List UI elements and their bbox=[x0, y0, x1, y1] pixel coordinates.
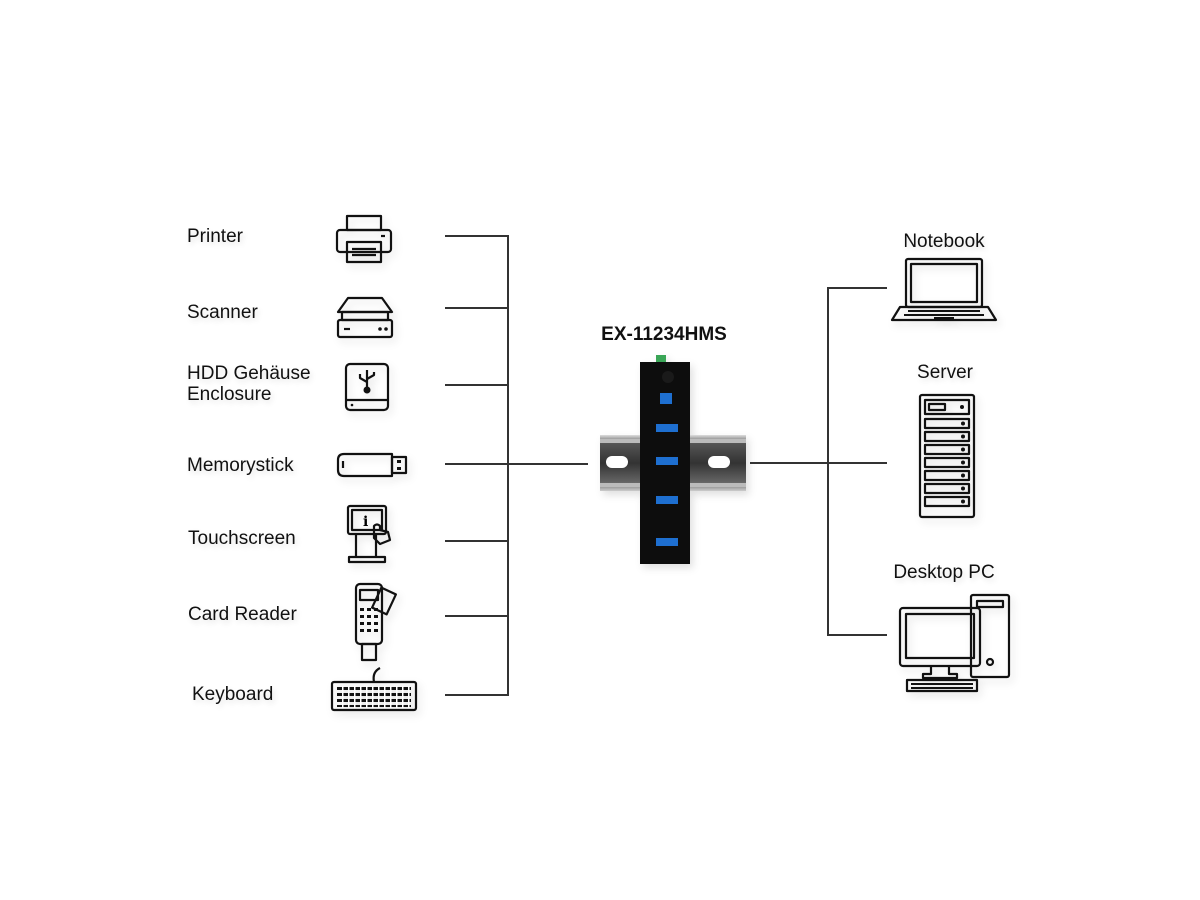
laptop-icon bbox=[890, 257, 998, 322]
usb-drive-icon bbox=[344, 362, 390, 412]
label-printer: Printer bbox=[187, 226, 243, 247]
label-card-reader: Card Reader bbox=[188, 604, 297, 625]
connector-printer bbox=[445, 235, 509, 237]
connector-touchscreen bbox=[445, 540, 509, 542]
label-server: Server bbox=[917, 362, 973, 383]
power-terminal bbox=[656, 355, 666, 363]
connector-keyboard bbox=[445, 694, 509, 696]
label-keyboard: Keyboard bbox=[192, 684, 274, 705]
touchscreen-kiosk-icon: i bbox=[346, 504, 392, 564]
desktop-pc-icon bbox=[898, 593, 1011, 693]
right-bus-line bbox=[827, 287, 829, 636]
connector-scanner bbox=[445, 307, 509, 309]
connector-hdd bbox=[445, 384, 509, 386]
usb-hub-on-din-rail bbox=[600, 355, 746, 564]
usb-b-port bbox=[660, 393, 672, 404]
label-desktop-pc: Desktop PC bbox=[893, 562, 995, 583]
hub-model-title: EX-11234HMS bbox=[601, 324, 727, 345]
server-icon bbox=[918, 393, 976, 519]
connector-desktop bbox=[827, 634, 887, 636]
label-hdd-line1: HDD Gehäuse bbox=[187, 363, 311, 384]
label-scanner: Scanner bbox=[187, 302, 258, 323]
printer-icon bbox=[335, 214, 393, 264]
usb-a-ports bbox=[656, 424, 678, 546]
label-hdd-line2: Enclosure bbox=[187, 384, 272, 405]
label-notebook: Notebook bbox=[903, 231, 985, 252]
left-bus-line bbox=[507, 235, 509, 696]
connector-hub-right bbox=[750, 462, 828, 464]
connector-memorystick bbox=[445, 463, 588, 465]
card-reader-icon bbox=[354, 582, 397, 662]
usb-stick-icon bbox=[336, 452, 408, 478]
svg-text:i: i bbox=[363, 514, 368, 530]
label-touchscreen: Touchscreen bbox=[188, 528, 296, 549]
connector-card-reader bbox=[445, 615, 509, 617]
connector-server bbox=[827, 462, 887, 464]
label-memorystick: Memorystick bbox=[187, 455, 294, 476]
scanner-icon bbox=[336, 296, 394, 339]
connector-notebook bbox=[827, 287, 887, 289]
keyboard-icon bbox=[330, 667, 418, 712]
